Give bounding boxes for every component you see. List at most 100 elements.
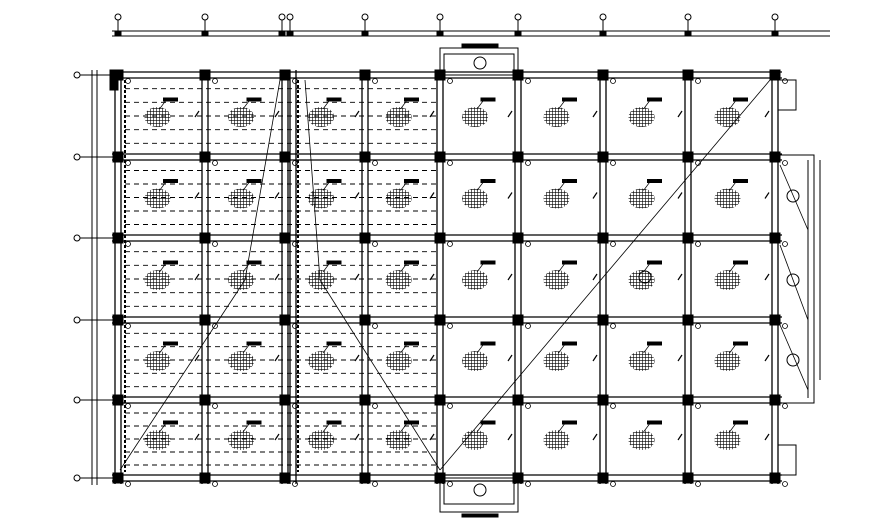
grid-axis-bubble-icon: [436, 13, 444, 21]
label-leader: [643, 344, 650, 354]
column-tag-icon: [372, 160, 378, 166]
column: [434, 151, 446, 163]
column-tag-icon: [610, 403, 616, 409]
column-tag-icon: [292, 403, 298, 409]
label-leader: [159, 182, 166, 191]
reinforcement-mesh-hatch-icon: [462, 430, 488, 450]
mesh-label-mark: [246, 420, 262, 425]
section-mark: [274, 192, 280, 199]
section-mark: [429, 273, 435, 281]
column: [199, 314, 211, 326]
column-tag-icon: [125, 78, 131, 84]
reinforcement-mesh-hatch-icon: [714, 351, 741, 371]
mesh-label-mark: [480, 341, 496, 346]
annex-marker-icon: [786, 189, 800, 203]
mesh-label-mark: [163, 97, 178, 102]
column: [769, 472, 781, 484]
structure: [73, 13, 830, 518]
column: [597, 394, 609, 406]
section-mark: [764, 273, 770, 281]
column: [512, 394, 524, 406]
mesh-label-mark: [480, 97, 496, 102]
column-tag-icon: [695, 78, 701, 84]
mesh-label-mark: [246, 179, 262, 183]
section-mark: [354, 433, 360, 441]
label-leader: [729, 182, 736, 191]
dimension-tick: [201, 30, 209, 37]
grid-axis-bubble-icon: [514, 13, 522, 21]
reinforcement-mesh-hatch-icon: [714, 188, 741, 209]
column-tag-icon: [782, 241, 788, 247]
section-mark: [592, 433, 598, 441]
section-cut-line: [319, 279, 441, 471]
grid-axis-bubble-icon: [286, 13, 294, 21]
column: [112, 472, 124, 484]
column: [682, 394, 694, 406]
grid-axis-bubble-icon: [361, 13, 369, 21]
grid-axis-bubble-icon: [73, 474, 81, 482]
box-label-mark: [461, 513, 499, 518]
mesh-label-mark: [404, 420, 419, 425]
dimension-tick: [361, 30, 369, 37]
column: [279, 314, 291, 326]
mesh-label-mark: [326, 260, 342, 265]
mesh-label-mark: [733, 260, 748, 265]
column-tag-icon: [212, 78, 218, 84]
reinforcement-mesh-hatch-icon: [228, 270, 254, 290]
column: [769, 232, 781, 244]
reinforcement-mesh-hatch-icon: [228, 188, 254, 209]
dimension-tick: [286, 30, 294, 37]
column: [682, 472, 694, 484]
annex-marker-icon: [786, 273, 800, 287]
mesh-label-mark: [733, 341, 748, 346]
reinforcement-mesh-hatch-icon: [385, 107, 412, 127]
column: [199, 69, 211, 81]
column-tag-icon: [372, 403, 378, 409]
label-leader: [242, 344, 250, 354]
label-leader: [729, 263, 736, 273]
label-leader: [322, 423, 330, 433]
section-mark: [274, 433, 280, 441]
column: [279, 151, 291, 163]
column-tag-icon: [695, 403, 701, 409]
label-leader: [400, 182, 407, 191]
grid-axis-bubble-icon: [73, 396, 81, 404]
label-leader: [322, 344, 330, 354]
section-mark: [274, 354, 280, 362]
dimension-tick: [114, 30, 122, 37]
column-tag-icon: [447, 78, 453, 84]
mesh-label-mark: [163, 420, 178, 425]
reinforcement-mesh-hatch-icon: [144, 270, 171, 290]
column: [359, 394, 371, 406]
section-mark: [429, 110, 435, 118]
column-tag-icon: [782, 160, 788, 166]
label-leader: [242, 100, 250, 110]
mesh-label-mark: [326, 420, 342, 425]
section-mark: [592, 354, 598, 362]
column-tag-icon: [447, 481, 453, 487]
reinforcement-mesh-hatch-icon: [385, 430, 412, 450]
column: [512, 151, 524, 163]
reinforcement-mesh-hatch-icon: [628, 270, 655, 290]
label-leader: [476, 423, 484, 433]
column: [769, 394, 781, 406]
grid-axis-bubble-icon: [771, 13, 779, 21]
column-tag-icon: [610, 323, 616, 329]
label-leader: [558, 344, 565, 354]
grid-axis-bubble-icon: [201, 13, 209, 21]
column: [434, 394, 446, 406]
section-marker-icon: [638, 270, 652, 284]
label-leader: [476, 182, 484, 191]
reinforcement-mesh-hatch-icon: [228, 107, 254, 127]
column-tag-icon: [292, 160, 298, 166]
dimension-tick: [771, 30, 779, 37]
reinforcement-mesh-hatch-icon: [462, 351, 488, 371]
section-cut-line: [304, 79, 321, 281]
top-box: [439, 47, 519, 76]
box-marker-icon: [473, 483, 487, 497]
column-tag-icon: [125, 160, 131, 166]
mesh-label-mark: [404, 260, 419, 265]
reinforcement-mesh-hatch-icon: [628, 351, 655, 371]
